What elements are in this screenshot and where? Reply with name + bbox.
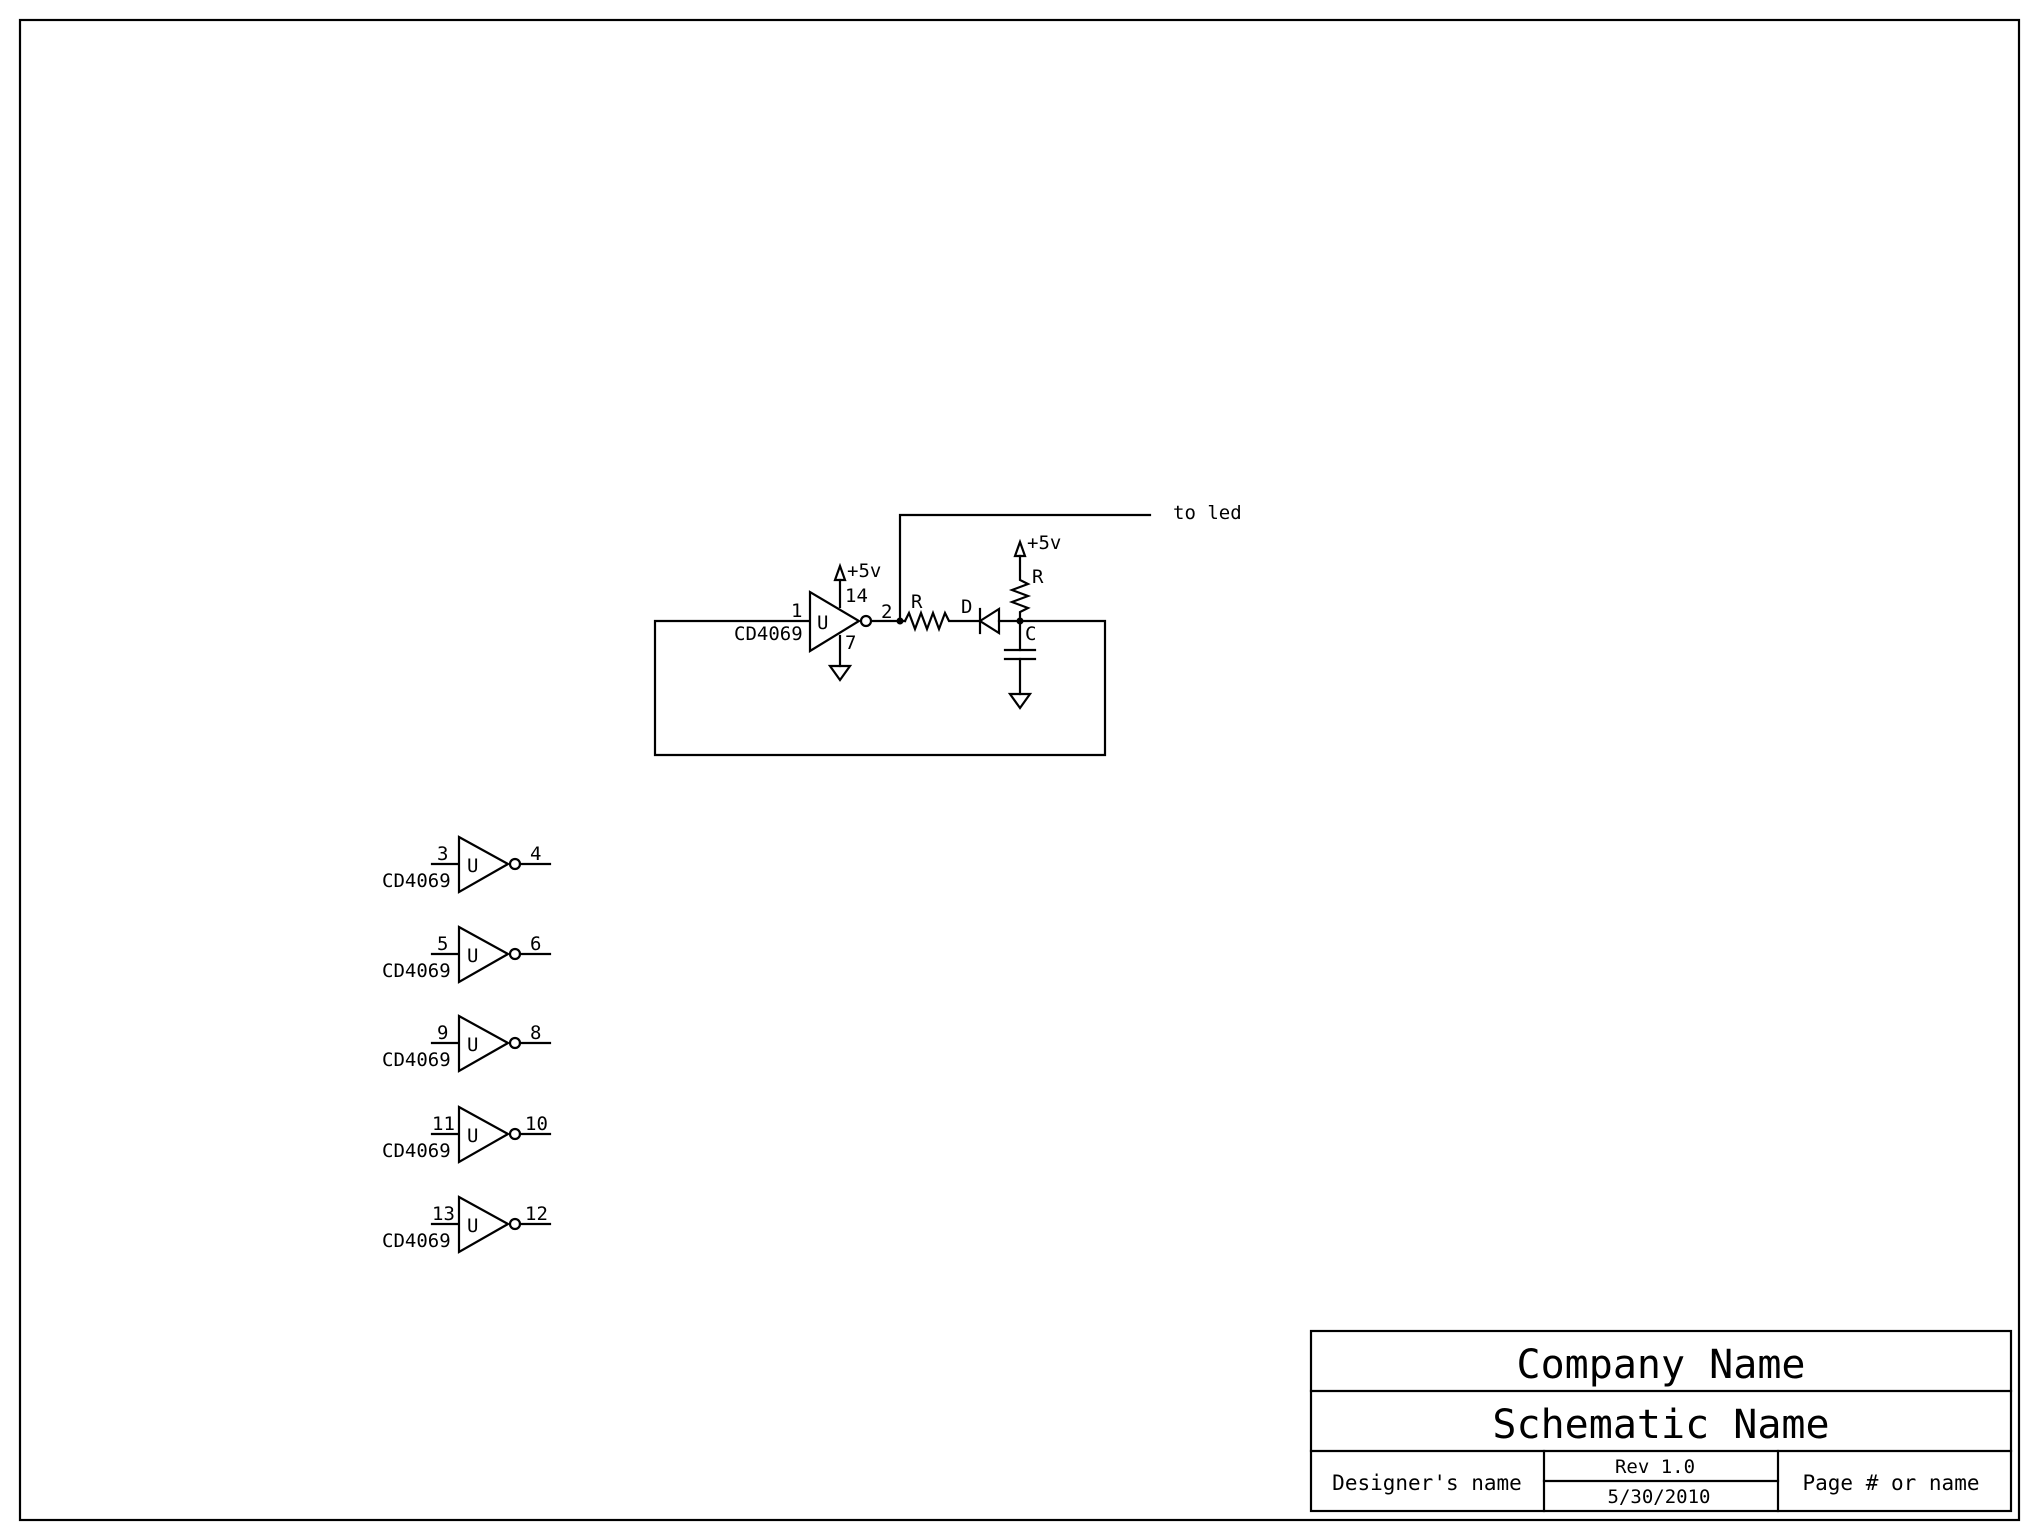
gate-part-label: CD4069	[382, 870, 451, 892]
gate-pin-out: 10	[525, 1113, 548, 1135]
date: 5/30/2010	[1608, 1486, 1711, 1508]
capacitor-label: C	[1025, 623, 1036, 645]
inverter-triangle	[808, 590, 862, 653]
inverter-part-label: CD4069	[734, 623, 803, 645]
gate-part-label: CD4069	[382, 1230, 451, 1252]
inverter-triangle	[457, 835, 511, 894]
inverter-pin-vdd: 14	[845, 585, 868, 607]
spare-gate: U CD4069 13 12	[382, 1195, 552, 1254]
inverter-triangle	[457, 1195, 511, 1254]
inverter-bubble	[508, 947, 522, 961]
gate-pin-in: 11	[432, 1113, 455, 1135]
to-led-wire	[898, 513, 1152, 623]
inverter-bubble	[508, 1036, 522, 1050]
gate-pin-in: 9	[437, 1022, 448, 1044]
inverter-pin-out: 2	[881, 601, 892, 623]
diode-triangle	[977, 607, 1001, 635]
ground-icon	[1007, 692, 1033, 710]
series-resistor: R	[903, 591, 982, 633]
inverter-triangle	[457, 1105, 511, 1164]
gate-pin-out: 4	[530, 843, 541, 865]
gate-pin-out: 12	[525, 1203, 548, 1225]
company-name: Company Name	[1517, 1342, 1806, 1388]
title-block-frame	[1309, 1329, 2013, 1513]
inverter-triangle	[457, 925, 511, 984]
gate-unit-label: U	[467, 855, 478, 877]
title-block: Company Name Schematic Name Designer's n…	[1309, 1329, 2013, 1513]
sheet-border	[18, 18, 2021, 1522]
power-arrow-icon	[1013, 538, 1027, 558]
power-arrow-icon	[833, 562, 847, 582]
designer-name: Designer's name	[1332, 1471, 1522, 1495]
inverter-bubble	[508, 1217, 522, 1231]
pullup-resistor-label: R	[1032, 566, 1044, 588]
resistor-zigzag	[903, 609, 982, 633]
gate-pin-in: 13	[432, 1203, 455, 1225]
revision: Rev 1.0	[1615, 1456, 1695, 1478]
inverter-unit-label: U	[817, 612, 828, 634]
resistor-zigzag	[1008, 554, 1032, 623]
feedback-wire	[653, 619, 1107, 757]
gate-part-label: CD4069	[382, 1140, 451, 1162]
spare-gate: U CD4069 9 8	[382, 1014, 552, 1073]
schematic-name: Schematic Name	[1492, 1402, 1829, 1448]
pullup-resistor: +5v R	[1008, 532, 1061, 625]
gate-pin-out: 6	[530, 933, 541, 955]
capacitor: C	[1003, 619, 1036, 710]
to-led-label: to led	[1173, 502, 1242, 524]
gate-pin-out: 8	[530, 1022, 541, 1044]
spare-gate: U CD4069 5 6	[382, 925, 552, 984]
gate-unit-label: U	[467, 1215, 478, 1237]
inverter-bubble	[508, 1127, 522, 1141]
inverter-triangle	[457, 1014, 511, 1073]
spare-gate: U CD4069 3 4	[382, 835, 552, 894]
gate-part-label: CD4069	[382, 960, 451, 982]
inverter-pin-in: 1	[791, 600, 802, 622]
spare-gate: U CD4069 11 10	[382, 1105, 552, 1164]
page-name: Page # or name	[1802, 1471, 1979, 1495]
junction-dot	[896, 617, 904, 625]
gate-pin-in: 3	[437, 843, 448, 865]
gate-part-label: CD4069	[382, 1049, 451, 1071]
inverter-main: U CD4069 1 2 +5v 14 7	[734, 560, 892, 682]
series-resistor-label: R	[911, 591, 923, 613]
ground-icon	[827, 664, 853, 682]
diode-label: D	[961, 596, 972, 618]
gate-unit-label: U	[467, 945, 478, 967]
main-circuit: to led U CD4069 1 2 +5v 14 7 R	[653, 502, 1242, 757]
inverter-bubble	[508, 857, 522, 871]
inverter-pin-gnd: 7	[845, 632, 856, 654]
inverter-supply-label: +5v	[847, 560, 881, 582]
pullup-supply-label: +5v	[1027, 532, 1061, 554]
gate-unit-label: U	[467, 1125, 478, 1147]
gate-unit-label: U	[467, 1034, 478, 1056]
gate-pin-in: 5	[437, 933, 448, 955]
inverter-bubble	[859, 614, 873, 628]
